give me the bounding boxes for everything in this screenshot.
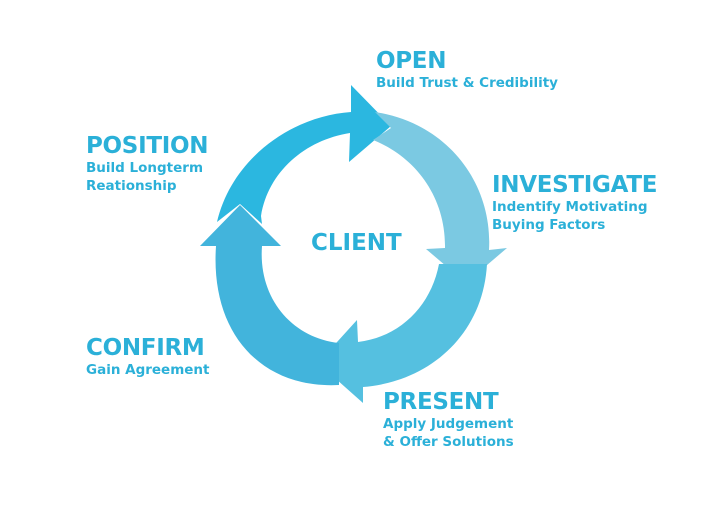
stage-position: POSITION Build Longterm Reationship [86, 133, 208, 195]
stage-confirm-title: CONFIRM [86, 335, 205, 361]
stage-investigate-subtitle-line1: Indentify Motivating [492, 199, 648, 215]
arrow-present [318, 264, 487, 403]
stage-confirm-subtitle: Gain Agreement [86, 362, 210, 378]
stage-present-subtitle-line1: Apply Judgement [383, 416, 514, 432]
stage-present: PRESENT Apply Judgement & Offer Solution… [383, 389, 514, 451]
stage-position-title: POSITION [86, 133, 209, 159]
stage-position-subtitle-line1: Build Longterm [86, 160, 204, 176]
stage-confirm: CONFIRM Gain Agreement [86, 335, 210, 379]
center-label-client: CLIENT [311, 230, 402, 256]
arrow-open [217, 85, 391, 224]
stage-investigate-title: INVESTIGATE [492, 172, 658, 198]
stage-open: OPEN Build Trust & Credibility [376, 48, 558, 92]
stage-present-subtitle-line2: & Offer Solutions [383, 434, 514, 450]
arrow-investigate [373, 112, 507, 283]
stage-investigate-subtitle-line2: Buying Factors [492, 217, 606, 233]
stage-open-title: OPEN [376, 48, 447, 74]
stage-investigate: INVESTIGATE Indentify Motivating Buying … [492, 172, 657, 234]
stage-present-title: PRESENT [383, 389, 499, 415]
stage-position-subtitle-line2: Reationship [86, 178, 177, 194]
arrow-confirm [200, 205, 339, 386]
stage-open-subtitle: Build Trust & Credibility [376, 75, 558, 91]
